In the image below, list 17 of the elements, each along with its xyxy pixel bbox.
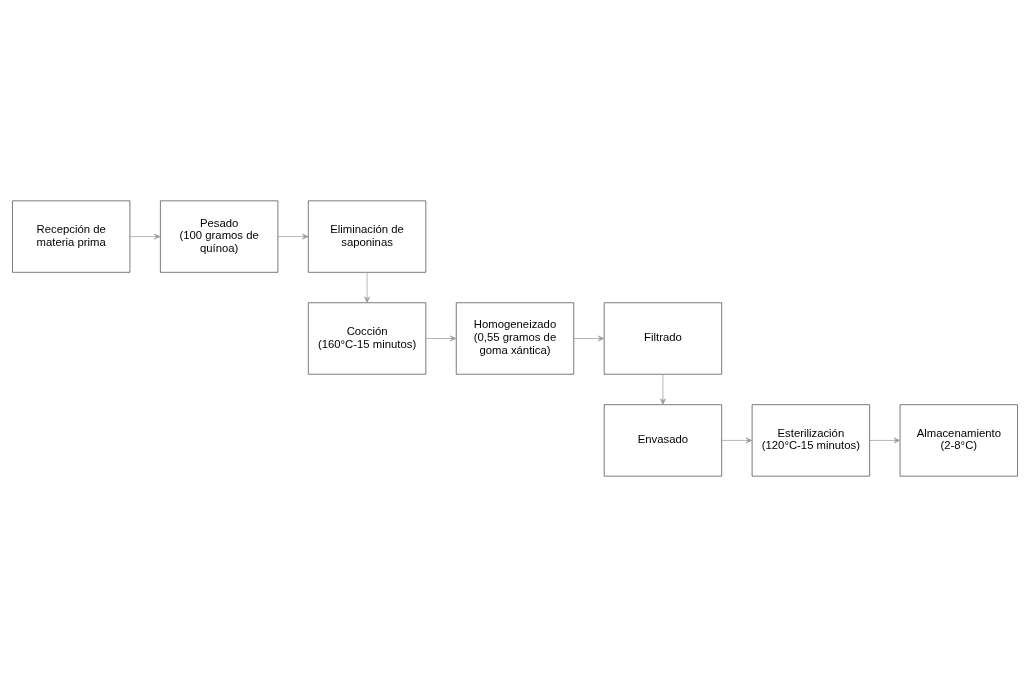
arrow — [573, 335, 605, 342]
node-box: Esterilización (120°C-15 minutos) — [751, 404, 870, 477]
node-box: Envasado — [603, 404, 723, 477]
arrow — [721, 437, 753, 444]
arrow — [364, 272, 370, 303]
node-box: Homogeneizado (0,55 gramos de goma xántica) — [455, 302, 575, 375]
arrow — [425, 335, 457, 342]
node-box: Cocción (160°C-15 minutos) — [307, 302, 427, 375]
node-box: Pesado (100 gramos de quínoa) — [160, 200, 279, 273]
arrow — [129, 233, 161, 240]
arrow — [660, 374, 666, 405]
node-box: Filtrado — [603, 302, 723, 375]
node-box: Almacenamiento (2-8°C) — [899, 404, 1018, 477]
arrow — [869, 437, 901, 444]
node-box: Recepción de materia prima — [12, 200, 131, 273]
node-box: Eliminación de saponinas — [307, 200, 427, 273]
arrow — [277, 233, 309, 240]
